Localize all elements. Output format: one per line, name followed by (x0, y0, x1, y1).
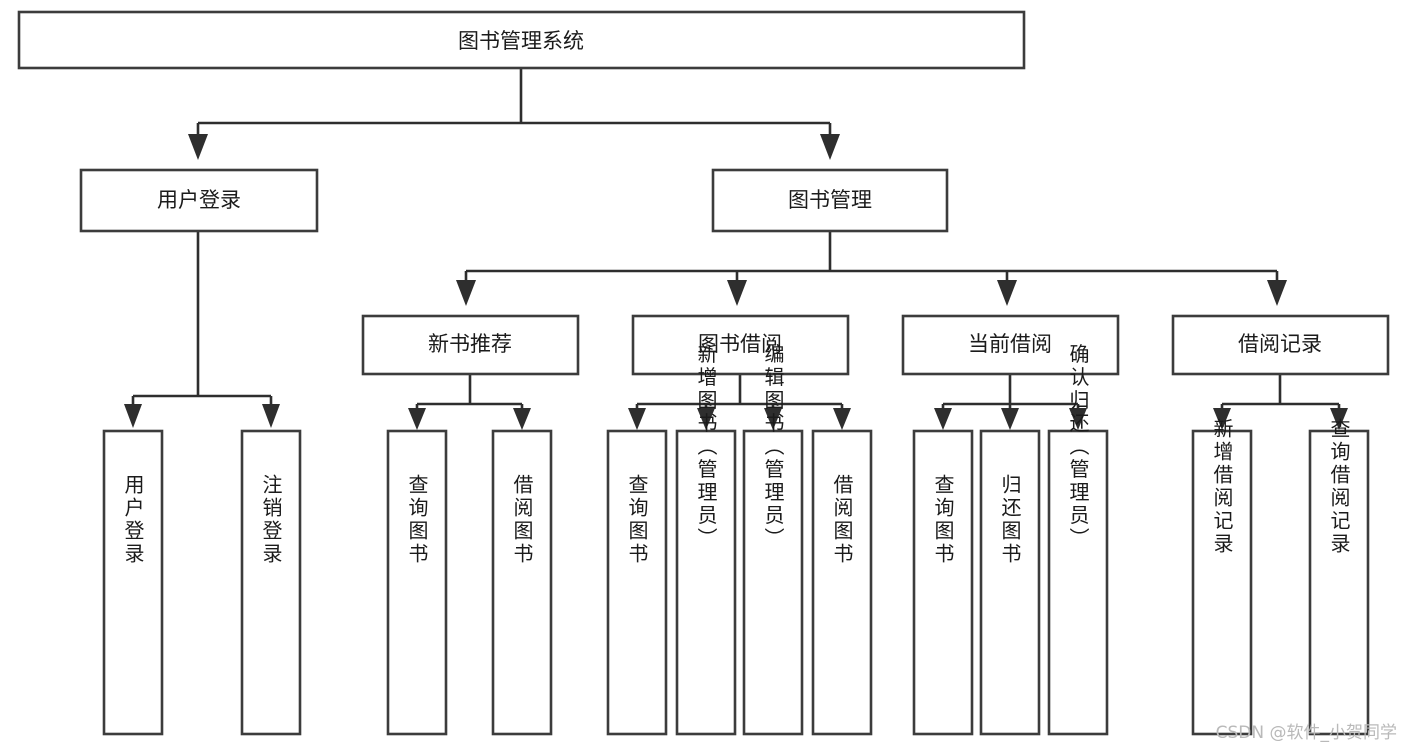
node-leaf-edit-book[interactable]: 编辑图书（管理员） (742, 343, 804, 736)
node-leaf-return-book[interactable]: 归还图书 (979, 429, 1041, 736)
node-leaf-query-book-1[interactable]: 查询图书 (386, 429, 448, 736)
node-leaf-query-book-2[interactable]: 查询图书 (606, 429, 668, 736)
node-user-login[interactable]: 用户登录 (79, 168, 319, 233)
arrow-head-borrow-record (1267, 280, 1287, 306)
node-new-book-recommend-box[interactable] (361, 314, 580, 376)
node-book-manage-label: 图书管理 (788, 188, 872, 212)
node-leaf-borrow-book-1-box[interactable] (491, 429, 553, 736)
node-root[interactable]: 图书管理系统 (17, 10, 1026, 70)
node-leaf-add-record[interactable]: 新增借阅记录 (1191, 418, 1253, 736)
arrow-head-leaf-add-book (697, 408, 715, 430)
node-current-borrow-box[interactable] (901, 314, 1120, 376)
arrow-head-leaf-user-login (124, 404, 142, 428)
node-leaf-confirm-return[interactable]: 确认归还（管理员） (1047, 343, 1109, 736)
arrow-head-user-login (188, 134, 208, 160)
node-book-borrow[interactable]: 图书借阅 (631, 314, 850, 376)
node-leaf-user-login[interactable]: 用户登录 (102, 429, 164, 736)
node-leaf-query-book-3-box[interactable] (912, 429, 974, 736)
node-leaf-add-book-box[interactable] (675, 429, 737, 736)
node-leaf-query-book-1-label: 查询图书 (405, 474, 429, 566)
arrow-head-leaf-borrow-book-1 (513, 408, 531, 430)
node-leaf-user-login-label: 用户登录 (121, 474, 145, 566)
node-leaf-logout-login[interactable]: 注销登录 (240, 429, 302, 736)
arrow-head-new-book-recommend (456, 280, 476, 306)
connector-group-book-borrow (628, 375, 851, 430)
node-user-login-label: 用户登录 (157, 188, 241, 212)
node-leaf-query-book-2-box[interactable] (606, 429, 668, 736)
arrow-head-leaf-logout-login (262, 404, 280, 428)
node-leaf-add-book[interactable]: 新增图书（管理员） (675, 343, 737, 736)
arrow-head-leaf-query-book-2 (628, 408, 646, 430)
node-leaf-query-book-3[interactable]: 查询图书 (912, 429, 974, 736)
node-root-box[interactable] (17, 10, 1026, 70)
node-book-borrow-box[interactable] (631, 314, 850, 376)
node-user-login-box[interactable] (79, 168, 319, 233)
arrow-head-leaf-edit-book (764, 408, 782, 430)
node-leaf-query-record-label: 查询借阅记录 (1327, 418, 1351, 556)
node-leaf-logout-login-label: 注销登录 (259, 474, 283, 566)
arrow-head-leaf-return-book (1001, 408, 1019, 430)
arrow-head-leaf-confirm-return (1069, 408, 1087, 430)
node-current-borrow-label: 当前借阅 (968, 332, 1052, 356)
node-new-book-recommend[interactable]: 新书推荐 (361, 314, 580, 376)
node-leaf-logout-login-box[interactable] (240, 429, 302, 736)
node-book-manage-box[interactable] (711, 168, 949, 233)
connector-group-new-book-recommend (408, 375, 531, 430)
node-leaf-query-book-1-box[interactable] (386, 429, 448, 736)
node-leaf-borrow-book-1-label: 借阅图书 (510, 474, 534, 566)
node-leaf-query-book-2-label: 查询图书 (625, 474, 649, 566)
arrow-head-book-manage (820, 134, 840, 160)
connector-group-user-login (124, 232, 280, 428)
node-leaf-query-record[interactable]: 查询借阅记录 (1308, 418, 1370, 736)
node-leaf-confirm-return-box[interactable] (1047, 429, 1109, 736)
node-leaf-query-record-box[interactable] (1308, 429, 1370, 736)
node-leaf-add-record-label: 新增借阅记录 (1210, 418, 1234, 556)
csdn-watermark: CSDN @软件_小贺同学 (1215, 723, 1397, 743)
node-current-borrow[interactable]: 当前借阅 (901, 314, 1120, 376)
connector-group-borrow-record (1213, 375, 1348, 430)
node-book-borrow-label: 图书借阅 (698, 332, 782, 356)
arrow-head-book-borrow (727, 280, 747, 306)
arrow-head-leaf-add-record (1213, 408, 1231, 430)
node-new-book-recommend-label: 新书推荐 (428, 332, 512, 356)
connector-group-root (188, 69, 840, 160)
node-leaf-add-book-label: 新增图书（管理员） (694, 343, 718, 550)
arrow-head-leaf-query-record (1330, 408, 1348, 430)
node-leaf-add-record-box[interactable] (1191, 429, 1253, 736)
node-leaf-confirm-return-label: 确认归还（管理员） (1066, 343, 1090, 550)
node-leaf-borrow-book-1[interactable]: 借阅图书 (491, 429, 553, 736)
node-leaf-borrow-book-2-label: 借阅图书 (830, 474, 854, 566)
node-leaf-return-book-box[interactable] (979, 429, 1041, 736)
node-leaf-return-book-label: 归还图书 (998, 474, 1022, 566)
node-leaf-borrow-book-2-box[interactable] (811, 429, 873, 736)
node-leaf-user-login-box[interactable] (102, 429, 164, 736)
arrow-head-leaf-query-book-3 (934, 408, 952, 430)
arrow-head-current-borrow (997, 280, 1017, 306)
node-leaf-edit-book-box[interactable] (742, 429, 804, 736)
arrow-head-leaf-borrow-book-2 (833, 408, 851, 430)
node-book-manage[interactable]: 图书管理 (711, 168, 949, 233)
arrow-head-leaf-query-book-1 (408, 408, 426, 430)
node-leaf-query-book-3-label: 查询图书 (931, 474, 955, 566)
connector-group-current-borrow (934, 375, 1087, 430)
node-leaf-edit-book-label: 编辑图书（管理员） (761, 343, 785, 550)
node-borrow-record-box[interactable] (1171, 314, 1390, 376)
node-root-label: 图书管理系统 (458, 29, 584, 53)
node-borrow-record[interactable]: 借阅记录 (1171, 314, 1390, 376)
node-borrow-record-label: 借阅记录 (1238, 332, 1322, 356)
node-leaf-borrow-book-2[interactable]: 借阅图书 (811, 429, 873, 736)
connector-group-book-manage (456, 232, 1287, 306)
